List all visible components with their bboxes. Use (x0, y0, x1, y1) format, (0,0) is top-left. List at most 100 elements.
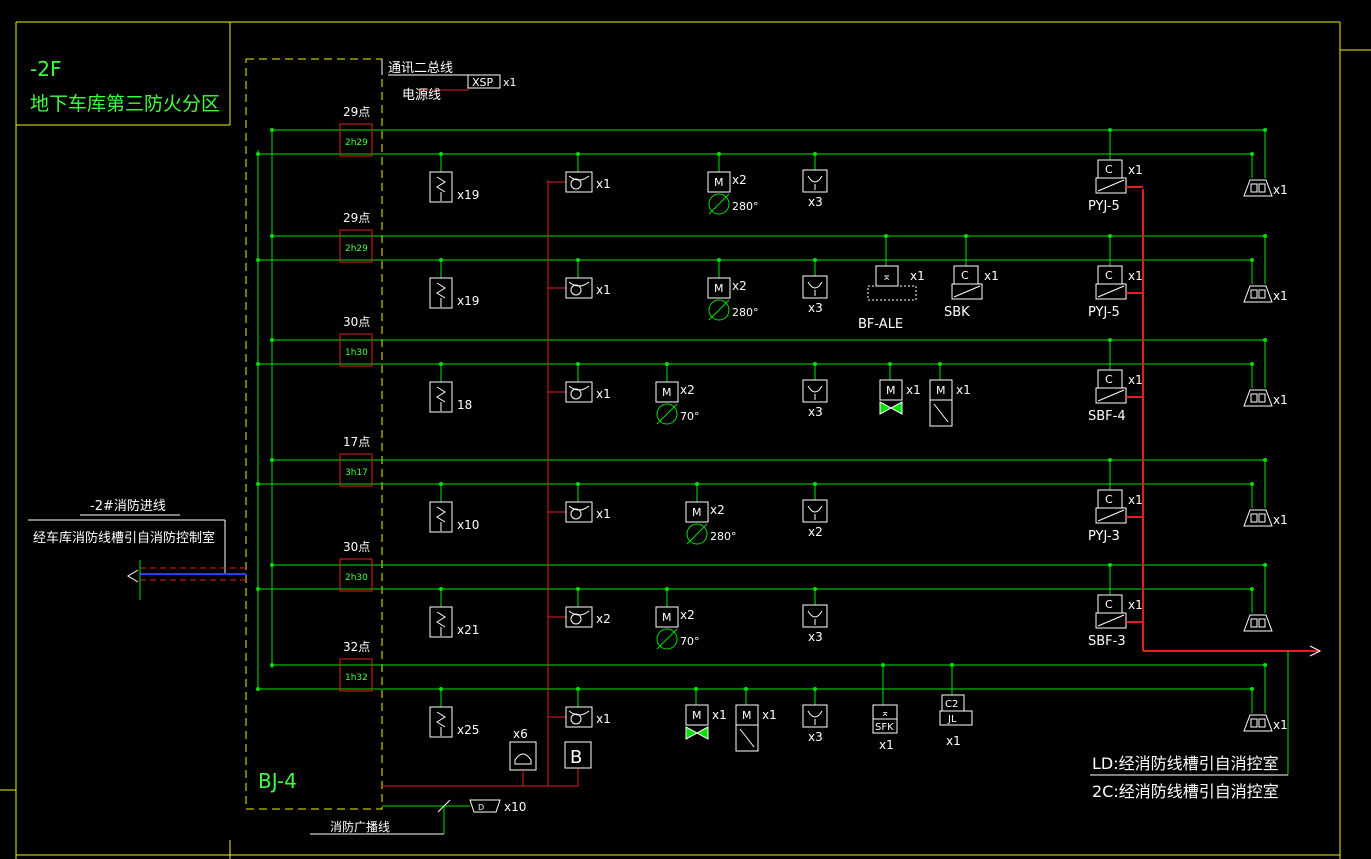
flow-switch-icon: M (929, 379, 953, 427)
svg-text:M: M (742, 709, 752, 722)
power-trunk (382, 180, 1322, 787)
phone-count: x6 (513, 727, 528, 741)
device-count: x1 (762, 708, 777, 722)
broadcast-count: x10 (504, 800, 526, 814)
loop-module (339, 333, 373, 367)
flow-switch-icon: M (735, 704, 759, 752)
control-module-name: PYJ-5 (1088, 305, 1120, 320)
control-module-count: x1 (1128, 163, 1143, 177)
alarm-valve-name: BF-ALE (858, 317, 903, 332)
damper-temp: 70° (680, 635, 700, 648)
loop-module-label: 1h30 (345, 348, 368, 358)
legend-2c: 2C:经消防线槽引自消控室 (1092, 782, 1279, 801)
svg-text:⌅: ⌅ (881, 708, 889, 719)
zone-label: 地下车库第三防火分区 (30, 93, 220, 115)
alarm-valve-icon: ⌅ (867, 265, 917, 301)
loop-module-label: 2h29 (345, 138, 368, 148)
loop-module-label: 2h29 (345, 244, 368, 254)
control-module-icon: C (1095, 265, 1127, 300)
strobe-count: x1 (1273, 718, 1288, 732)
sfk-name: SFK (875, 722, 894, 733)
svg-text:C: C (1105, 493, 1113, 506)
legend-ld: LD:经消防线槽引自消控室 (1092, 754, 1279, 773)
bell-label: B (570, 747, 582, 768)
control-module-icon: C (1095, 159, 1127, 194)
manual-count: x1 (596, 507, 611, 521)
control-module-name: SBK (944, 305, 970, 320)
loop-module-label: 3h17 (345, 468, 368, 478)
svg-text:M: M (714, 176, 724, 189)
strobe-horn-icon (1243, 614, 1273, 632)
strobe-count: x1 (1273, 393, 1288, 407)
power-line-label: 电源线 (402, 88, 441, 103)
detector-count: x10 (457, 518, 479, 532)
manual-call-point-icon (565, 277, 593, 299)
jl-module-icon (939, 694, 973, 726)
broadcast-label: 消防广播线 (330, 819, 390, 834)
left-feed-title: -2#消防进线 (90, 498, 166, 514)
loop-module (339, 453, 373, 487)
control-module-name: PYJ-5 (1088, 199, 1120, 214)
control-module-count: x1 (984, 269, 999, 283)
signal-valve-icon: M (879, 379, 903, 415)
fire-damper-icon (656, 403, 678, 425)
speaker-count: x3 (808, 730, 823, 744)
manual-count: x2 (596, 612, 611, 626)
monitor-module-icon: M (707, 171, 731, 193)
sfk-count: x1 (879, 738, 894, 752)
bj4-label: BJ-4 (258, 769, 297, 793)
strobe-horn-icon (1243, 179, 1273, 197)
svg-text:C: C (1105, 163, 1113, 176)
fire-damper-icon (708, 299, 730, 321)
loop-module (339, 558, 373, 592)
damper-temp: 280° (732, 200, 759, 213)
speaker-count: x3 (808, 195, 823, 209)
speaker-count: x3 (808, 630, 823, 644)
control-module-count: x1 (1128, 493, 1143, 507)
monitor-module-icon: M (685, 501, 709, 523)
loop-module (339, 229, 373, 263)
speaker-count: x3 (808, 405, 823, 419)
svg-text:C: C (961, 269, 969, 282)
left-feed: -2#消防进线 经车库消防线槽引自消防控制室 (28, 498, 246, 600)
damper-temp: 70° (680, 410, 700, 423)
device-count: x1 (956, 383, 971, 397)
fire-damper-icon (686, 523, 708, 545)
fire-damper-icon (708, 193, 730, 215)
loop-points-label: 30点 (343, 540, 370, 554)
bj4-enclosure (245, 58, 383, 810)
svg-text:M: M (662, 611, 672, 624)
control-module-count: x1 (1128, 373, 1143, 387)
detector-count: x25 (457, 723, 479, 737)
svg-text:M: M (692, 709, 702, 722)
loop-points-label: 29点 (343, 105, 370, 119)
manual-call-point-icon (565, 171, 593, 193)
control-module-name: SBF-4 (1088, 409, 1126, 424)
damper-temp: 280° (732, 306, 759, 319)
speaker-icon (802, 169, 828, 193)
monitor-module-icon: M (655, 606, 679, 628)
device-count: x1 (712, 708, 727, 722)
monitor-module-icon: M (707, 277, 731, 299)
smoke-detector-icon (429, 277, 453, 309)
control-module-count: x1 (1128, 598, 1143, 612)
manual-count: x1 (596, 283, 611, 297)
strobe-count: x1 (1273, 513, 1288, 527)
control-module-icon: C (1095, 594, 1127, 629)
smoke-detector-icon (429, 171, 453, 203)
jl-count: x1 (946, 734, 961, 748)
control-module-icon: C (1095, 489, 1127, 524)
svg-text:M: M (886, 384, 896, 397)
smoke-detector-icon (429, 606, 453, 638)
smoke-detector-icon (429, 501, 453, 533)
svg-text:C: C (1105, 373, 1113, 386)
loop-points-label: 30点 (343, 315, 370, 329)
manual-count: x1 (596, 387, 611, 401)
xsp-label: XSP (472, 76, 494, 89)
